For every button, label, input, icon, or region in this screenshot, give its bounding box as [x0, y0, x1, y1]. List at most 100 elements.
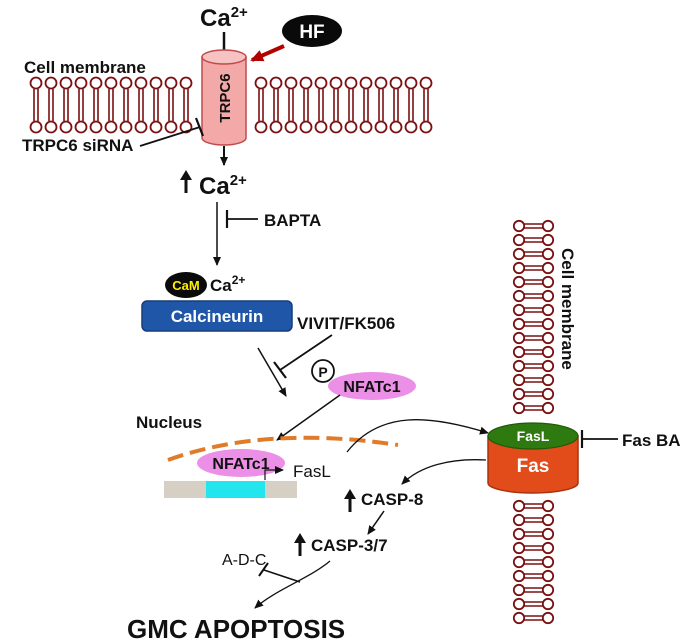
lipid-head — [269, 76, 283, 90]
gmc-apoptosis-label: GMC APOPTOSIS — [127, 614, 345, 644]
lipid-head — [512, 611, 526, 625]
lipid-head — [284, 120, 298, 134]
lipid-head — [541, 541, 555, 555]
lipid-head — [164, 76, 178, 90]
lipid-head — [314, 120, 328, 134]
fasl-gene — [164, 481, 297, 498]
trpc6-channel: TRPC6 — [201, 49, 247, 146]
cam-label: CaM — [172, 278, 199, 293]
nfatc1-cytoplasm-label: NFATc1 — [343, 379, 400, 396]
lipid-head — [119, 76, 133, 90]
lipid-head — [541, 513, 555, 527]
lipid-head — [541, 289, 555, 303]
lipid-head — [541, 219, 555, 233]
lipid-head — [512, 303, 526, 317]
lipid-head — [29, 120, 43, 134]
cell-membrane-top — [29, 76, 433, 134]
lipid-head — [149, 76, 163, 90]
lipid-head — [419, 76, 433, 90]
casp37-up-arrow — [294, 533, 306, 556]
nfatc1-cytoplasm-oval — [328, 372, 416, 400]
transcription-start-arrow — [264, 466, 284, 480]
lipid-head — [44, 120, 58, 134]
calcineurin-to-nfatc1-arrow — [257, 347, 287, 397]
lipid-head — [541, 527, 555, 541]
lipid-head — [374, 120, 388, 134]
lipid-head — [512, 583, 526, 597]
lipid-head — [512, 569, 526, 583]
lipid-head — [299, 120, 313, 134]
lipid-head — [359, 76, 373, 90]
lipid-head — [284, 76, 298, 90]
lipid-head — [179, 76, 193, 90]
lipid-head — [512, 261, 526, 275]
calcium-increase-label: Ca2+ — [199, 172, 247, 200]
lipid-head — [89, 120, 103, 134]
fas-label: Fas — [517, 456, 550, 477]
hf-activation-arrow — [250, 44, 285, 62]
lipid-head — [104, 120, 118, 134]
lipid-head — [512, 331, 526, 345]
lipid-head — [164, 120, 178, 134]
cam-oval — [165, 272, 207, 298]
membrane-label-top: Cell membrane — [24, 58, 146, 77]
cell-membrane-right — [512, 219, 555, 625]
lipid-head — [512, 247, 526, 261]
lipid-head — [512, 401, 526, 415]
calcineurin-box — [141, 300, 293, 332]
sirna-inhibition-bar — [194, 117, 205, 137]
lipid-head — [512, 597, 526, 611]
lipid-head — [541, 261, 555, 275]
fasl-to-receptor-arrow — [346, 419, 489, 453]
lipid-head — [389, 76, 403, 90]
casp37-label: CASP-3/7 — [311, 536, 388, 555]
lipid-head — [329, 120, 343, 134]
lipid-head — [269, 120, 283, 134]
lipid-head — [29, 76, 43, 90]
lipid-head — [74, 120, 88, 134]
nfatc1-nucleus-label: NFATc1 — [212, 456, 269, 473]
lipid-head — [541, 331, 555, 345]
nucleus-label: Nucleus — [136, 413, 202, 432]
lipid-head — [541, 499, 555, 513]
lipid-head — [254, 120, 268, 134]
lipid-head — [541, 597, 555, 611]
lipid-head — [512, 555, 526, 569]
nfatc1-nucleus-oval — [197, 449, 285, 477]
lipid-head — [541, 373, 555, 387]
lipid-head — [404, 120, 418, 134]
lipid-head — [541, 247, 555, 261]
lipid-head — [299, 76, 313, 90]
hf-label: HF — [299, 22, 324, 43]
casp8-label: CASP-8 — [361, 490, 423, 509]
trpc6-sirna-label: TRPC6 siRNA — [22, 136, 133, 155]
vivit-inhibition-line — [279, 334, 333, 371]
lipid-head — [512, 541, 526, 555]
adc-label: A-D-C — [222, 552, 266, 569]
lipid-head — [134, 76, 148, 90]
membrane-label-right: Cell membrane — [558, 248, 577, 370]
lipid-head — [329, 76, 343, 90]
lipid-head — [254, 76, 268, 90]
lipid-head — [512, 275, 526, 289]
cam-calcium-label: Ca2+ — [210, 273, 245, 295]
hf-oval — [282, 15, 342, 47]
lipid-head — [404, 76, 418, 90]
fas-to-casp8-arrow — [401, 459, 487, 485]
lipid-head — [512, 513, 526, 527]
fas-receptor: FasL Fas — [487, 422, 579, 494]
calcium-top-label: Ca2+ — [200, 4, 248, 32]
nfatc1-translocation-arrow — [276, 394, 341, 441]
lipid-head — [541, 233, 555, 247]
lipid-head — [74, 76, 88, 90]
casp8-up-arrow — [344, 489, 356, 512]
lipid-head — [344, 120, 358, 134]
lipid-head — [541, 359, 555, 373]
lipid-head — [119, 120, 133, 134]
lipid-head — [104, 76, 118, 90]
lipid-head — [541, 275, 555, 289]
lipid-head — [512, 219, 526, 233]
lipid-head — [541, 387, 555, 401]
